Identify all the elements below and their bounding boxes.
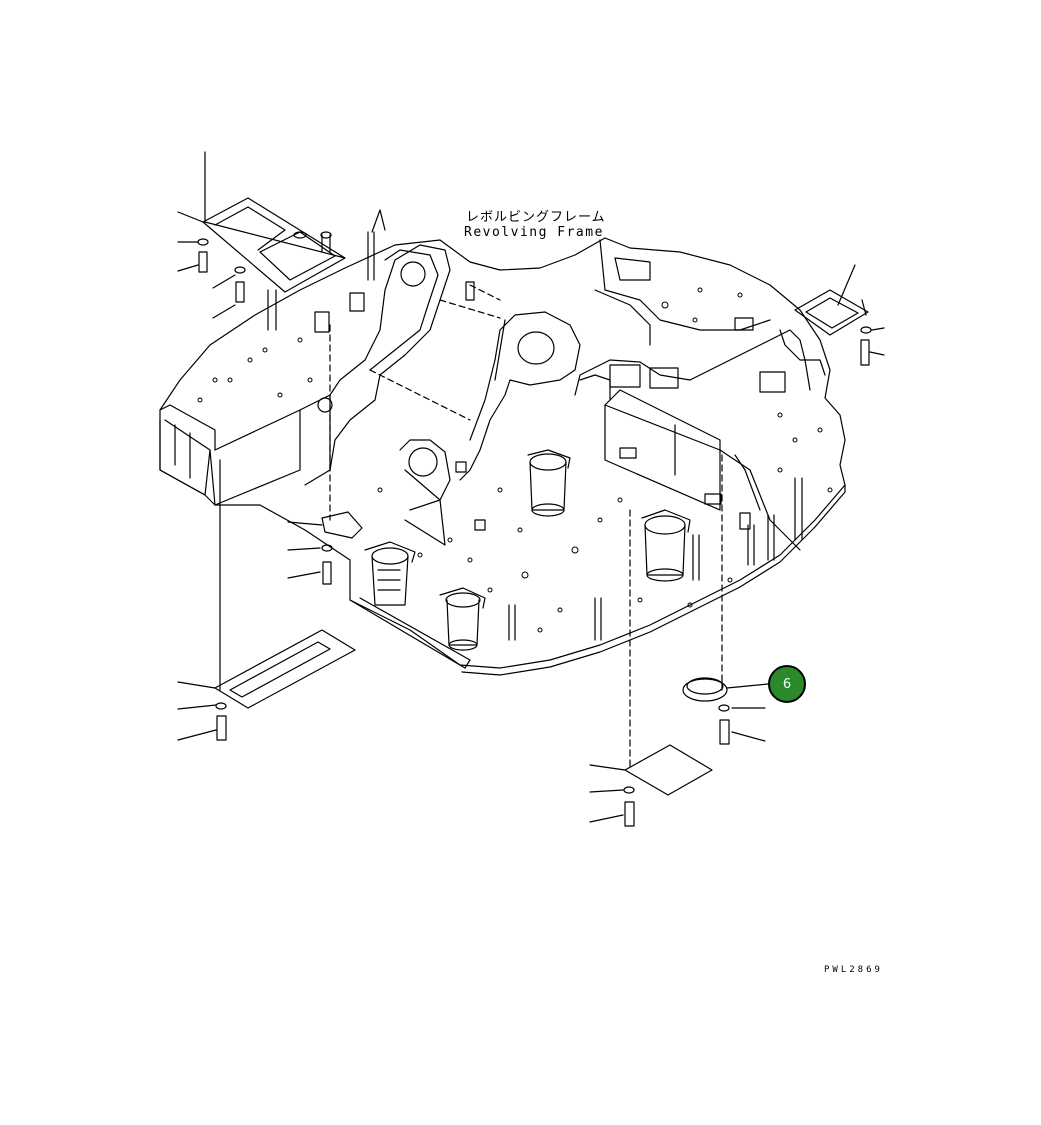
- boom-bracket-right: [460, 312, 580, 480]
- callout-6-button[interactable]: 6: [768, 665, 806, 703]
- drawing-code: PWL2869: [824, 965, 883, 975]
- cover-plate-bottom-left: [215, 630, 355, 708]
- swivel-joint-mount: [642, 510, 690, 581]
- control-valve-mount: [365, 542, 415, 605]
- boom-bracket-left: [330, 245, 450, 470]
- frame-title-japanese: レボルビングフレーム: [466, 210, 606, 225]
- tank-mount: [440, 588, 485, 650]
- cover-plate-top-right: [795, 290, 868, 335]
- left-side-rail: [160, 420, 210, 495]
- frame-deck-outline: [160, 238, 845, 668]
- small-cover-left-middle: [322, 512, 362, 538]
- part-6-cover: [683, 678, 727, 701]
- swing-motor-mount: [528, 450, 570, 516]
- center-bulkhead: [605, 405, 720, 510]
- cover-plate-bottom-right: [625, 745, 712, 795]
- frame-title-english: Revolving Frame: [464, 225, 604, 240]
